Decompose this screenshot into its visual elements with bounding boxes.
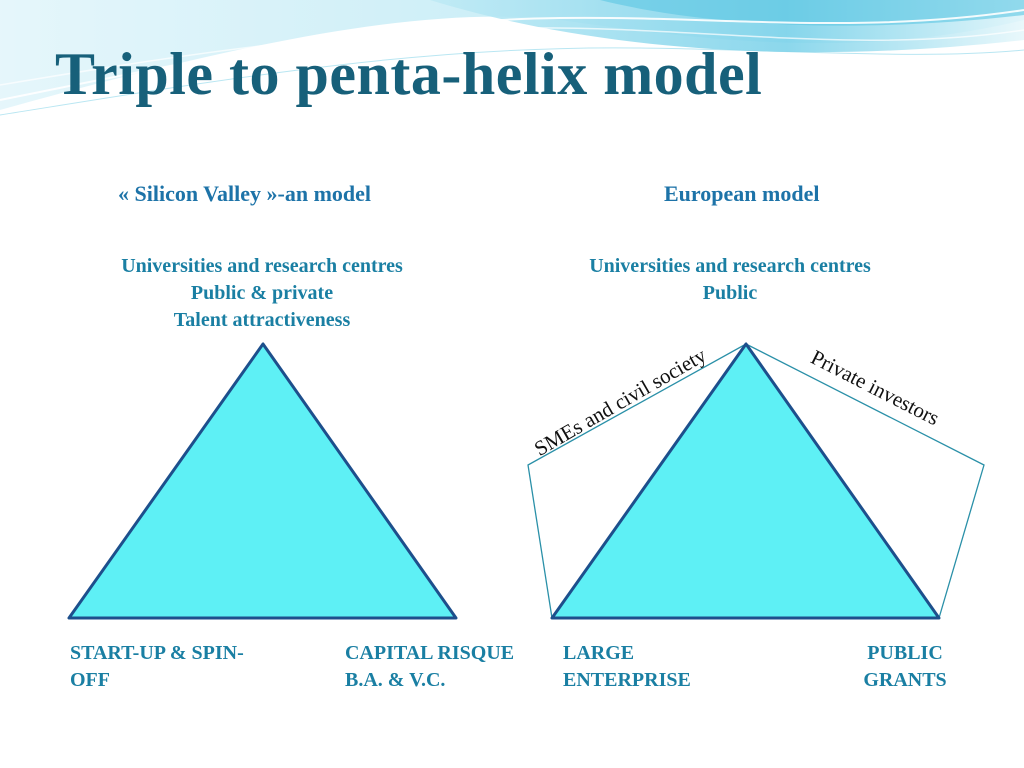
right-bottom-right-label: PUBLIC GRANTS: [850, 640, 960, 694]
left-model-header: « Silicon Valley »-an model: [118, 181, 372, 206]
left-top-line-2: Public & private: [190, 282, 334, 304]
left-model-top-labels: Universities and research centres Public…: [62, 253, 462, 334]
right-triangle: [550, 342, 941, 620]
left-bl-line-2: OFF: [70, 669, 110, 691]
slide-title: Triple to penta-helix model: [55, 41, 763, 107]
left-br-line-1: CAPITAL RISQUE: [345, 642, 515, 664]
right-top-line-1: Universities and research centres: [589, 255, 871, 277]
right-br-line-2: GRANTS: [863, 669, 947, 691]
right-top-line-2: Public: [702, 282, 758, 304]
right-bottom-left-label: LARGE ENTERPRISE: [563, 640, 691, 694]
right-model-header: European model: [664, 181, 820, 206]
left-bl-line-1: START-UP & SPIN-: [70, 642, 244, 664]
right-model-top-labels: Universities and research centres Public: [530, 253, 930, 307]
left-bottom-left-label: START-UP & SPIN- OFF: [70, 640, 244, 694]
right-bl-line-2: ENTERPRISE: [563, 669, 691, 691]
left-top-line-3: Talent attractiveness: [173, 309, 351, 331]
left-bottom-right-label: CAPITAL RISQUE B.A. & V.C.: [345, 640, 514, 694]
left-top-line-1: Universities and research centres: [121, 255, 403, 277]
left-br-line-2: B.A. & V.C.: [345, 669, 446, 691]
right-br-line-1: PUBLIC: [867, 642, 943, 664]
right-bl-line-1: LARGE: [563, 642, 635, 664]
left-triangle: [67, 342, 458, 620]
